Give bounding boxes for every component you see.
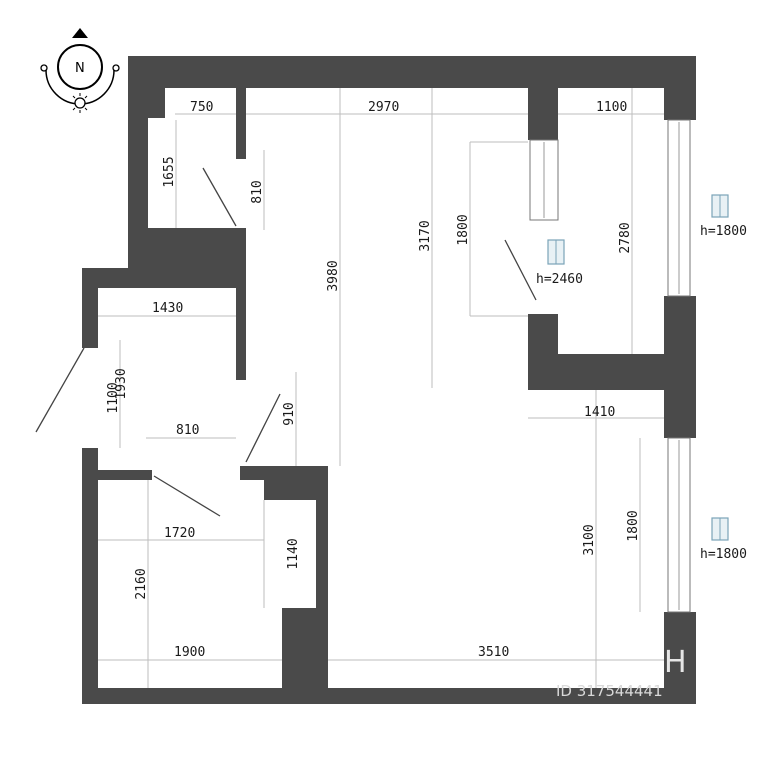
dim-1100-entrance: 1100 bbox=[106, 382, 121, 413]
window-height-bottom: h=1800 bbox=[700, 547, 747, 562]
wall-left-upper bbox=[128, 56, 148, 270]
watermark-logo: H bbox=[664, 645, 687, 680]
door-entrance bbox=[35, 347, 85, 433]
window-height-top: h=1800 bbox=[700, 224, 747, 239]
dimension-lines bbox=[98, 88, 664, 688]
walls bbox=[82, 56, 696, 704]
dimension-labels: 750 2970 1100 1655 810 3980 3170 1800 27… bbox=[106, 100, 641, 660]
wall-top bbox=[128, 56, 696, 88]
wall-left-mid-b bbox=[82, 448, 98, 704]
doors bbox=[35, 167, 537, 517]
door-room bbox=[153, 475, 221, 517]
wall-bottom bbox=[82, 688, 696, 704]
wall-room-pillar bbox=[282, 608, 328, 688]
dim-2970: 2970 bbox=[368, 100, 399, 115]
dim-1930: 1930 bbox=[114, 368, 129, 399]
door-balcony bbox=[504, 239, 537, 301]
dim-1410: 1410 bbox=[584, 405, 615, 420]
dim-1720: 1720 bbox=[164, 526, 195, 541]
wall-kitchen-bottom bbox=[528, 354, 696, 390]
balcony-door-height: h=2460 bbox=[536, 272, 583, 287]
dim-1800-balcony: 1800 bbox=[456, 214, 471, 245]
dim-810-vertical: 810 bbox=[250, 180, 265, 203]
dim-1900: 1900 bbox=[174, 645, 205, 660]
dim-3100: 3100 bbox=[582, 524, 597, 555]
dim-2160: 2160 bbox=[134, 568, 149, 599]
wall-hall-partition bbox=[236, 288, 246, 380]
dim-1430: 1430 bbox=[152, 301, 183, 316]
sun-icon bbox=[70, 93, 90, 113]
wall-bath-top-inner bbox=[148, 73, 165, 118]
dim-1800-window: 1800 bbox=[626, 510, 641, 541]
dim-1655: 1655 bbox=[162, 156, 177, 187]
dim-1100-top: 1100 bbox=[596, 100, 627, 115]
wall-right-upper bbox=[664, 56, 696, 120]
wall-left-step bbox=[82, 268, 246, 288]
compass-north-label: N bbox=[75, 61, 85, 76]
watermark-id: ID 317544441 bbox=[556, 682, 663, 700]
dim-1140: 1140 bbox=[286, 538, 301, 569]
door-bath bbox=[202, 167, 237, 227]
dim-3510: 3510 bbox=[478, 645, 509, 660]
dim-750: 750 bbox=[190, 100, 213, 115]
door-hall bbox=[245, 393, 281, 463]
window-icon bbox=[711, 517, 729, 541]
watermark: H ID 317544441 bbox=[556, 645, 687, 700]
compass: N bbox=[40, 28, 120, 113]
wall-room-top bbox=[98, 470, 152, 480]
windows bbox=[529, 119, 691, 613]
dim-910: 910 bbox=[282, 402, 297, 425]
dim-3170: 3170 bbox=[418, 220, 433, 251]
wall-bath-bottom bbox=[136, 228, 246, 270]
wall-bath-right bbox=[236, 73, 246, 159]
dim-810-horizontal: 810 bbox=[176, 423, 199, 438]
wall-left-mid-a bbox=[82, 268, 98, 348]
compass-circle bbox=[57, 44, 103, 90]
window-icons: h=1800 h=2460 h=1800 bbox=[536, 194, 747, 562]
compass-arrow-icon bbox=[72, 28, 88, 38]
dim-3980: 3980 bbox=[326, 260, 341, 291]
dim-2780: 2780 bbox=[618, 222, 633, 253]
wall-column-top bbox=[528, 86, 558, 140]
window-icon bbox=[711, 194, 729, 218]
window-icon bbox=[547, 239, 565, 265]
